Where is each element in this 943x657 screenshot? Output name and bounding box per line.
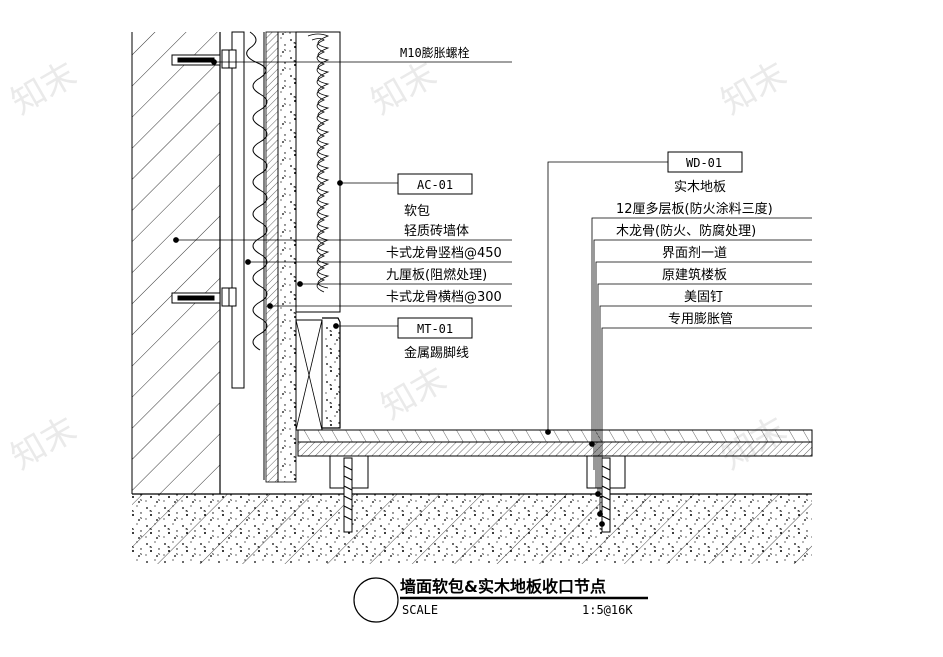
title-circle [353, 577, 399, 623]
label-expansion-pipe: 专用膨胀管 [668, 312, 733, 327]
scale-label: SCALE [402, 603, 438, 617]
tag-box-mt01 [397, 317, 473, 339]
label-horizontal-keel: 卡式龙骨横档@300 [386, 290, 502, 305]
right-leader-lines [545, 161, 812, 527]
left-leader-lines [173, 59, 512, 329]
label-plywood: 12厘多层板(防火涂料三度) [616, 201, 773, 217]
watermark-5: 知末 [375, 359, 454, 428]
label-bolt: M10膨胀螺栓 [400, 45, 470, 60]
label-mt01: MT-01 [417, 322, 453, 336]
label-skirting: 金属踢脚线 [404, 345, 469, 361]
scale-value: 1:5@16K [582, 603, 633, 617]
soft-pack-fill [307, 33, 330, 293]
label-wood-keel: 木龙骨(防火、防腐处理) [616, 223, 756, 239]
soft-pack-panel [295, 31, 341, 313]
wall-bolt-top [171, 49, 237, 69]
vertical-keel-frame [231, 31, 245, 389]
label-floor-slab: 原建筑楼板 [662, 267, 727, 283]
tag-box-wd01 [667, 151, 743, 173]
label-ac01: AC-01 [417, 178, 453, 192]
label-brick-wall: 轻质砖墙体 [404, 224, 469, 239]
expansion-pipe-1 [343, 457, 353, 533]
label-soft-pack: 软包 [404, 204, 430, 219]
solid-wood-floor [297, 429, 813, 443]
label-nine-board: 九厘板(阻燃处理) [386, 267, 487, 283]
brick-wall [132, 32, 220, 494]
watermark-1: 知末 [5, 54, 84, 123]
label-solid-wood: 实木地板 [674, 180, 726, 195]
label-interface-agent: 界面剂一道 [662, 246, 727, 261]
wall-bolt-bottom [171, 287, 237, 307]
label-wd01: WD-01 [686, 156, 722, 170]
multilayer-plywood [297, 441, 813, 457]
drawing-title: 墙面软包&实木地板收口节点 [400, 577, 606, 596]
nine-board-layer [265, 31, 279, 483]
tag-box-ac01 [397, 173, 473, 195]
watermark-4: 知末 [5, 409, 84, 478]
label-nail: 美固钉 [684, 290, 723, 305]
board-strip [277, 31, 297, 483]
watermark-group: 知末 知末 知末 知末 知末 知末 [5, 54, 794, 478]
expansion-pipe-2 [601, 457, 611, 533]
watermark-2: 知末 [365, 54, 444, 123]
watermark-3: 知末 [715, 54, 794, 123]
label-vertical-keel: 卡式龙骨竖档@450 [386, 246, 502, 261]
